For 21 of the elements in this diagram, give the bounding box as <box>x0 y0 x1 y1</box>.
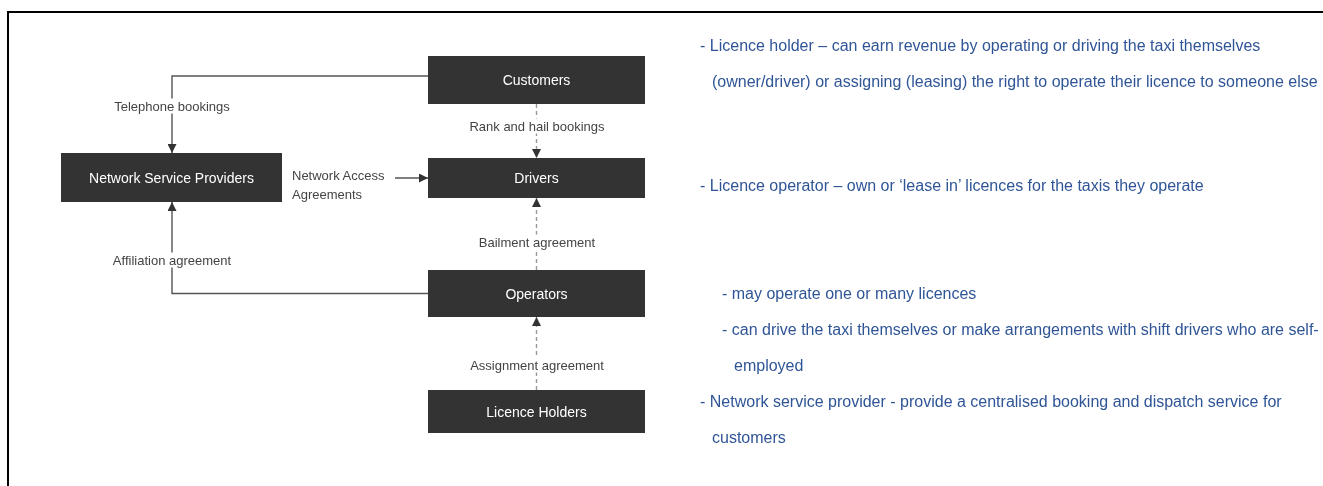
agreement-label: Network Access Agreements <box>292 167 386 204</box>
arrow <box>532 197 541 271</box>
role-box: Customers <box>428 56 645 104</box>
note-text: - may operate one or many licences <box>722 284 978 304</box>
arrow <box>394 173 429 183</box>
edge-label: Telephone bookings <box>112 98 232 114</box>
edge-label: Affiliation agreement <box>110 252 234 268</box>
role-box: Network Service Providers <box>61 153 282 202</box>
edge-label: Rank and hail bookings <box>467 118 607 134</box>
note-text: - Network service provider - provide a centralised booking and dispatch service for customers <box>700 392 1283 448</box>
arrow <box>167 75 429 154</box>
edge-label: Assignment agreement <box>468 357 606 373</box>
note-text: - Licence operator – own or ‘lease in’ licences for the taxis they operate <box>700 176 1205 196</box>
note-text: - can drive the taxi themselves or make arrangements with shift drivers who are self-employed <box>722 320 1320 376</box>
arrow <box>532 316 541 391</box>
arrow <box>532 103 541 159</box>
arrow <box>167 201 429 295</box>
role-box: Drivers <box>428 158 645 198</box>
role-box: Operators <box>428 270 645 317</box>
role-box: Licence Holders <box>428 390 645 433</box>
note-text: - Licence holder – can earn revenue by operating or driving the taxi themselves (owner/driver) or assigning (leasing) the right to operate their licence to someone else <box>700 36 1319 92</box>
